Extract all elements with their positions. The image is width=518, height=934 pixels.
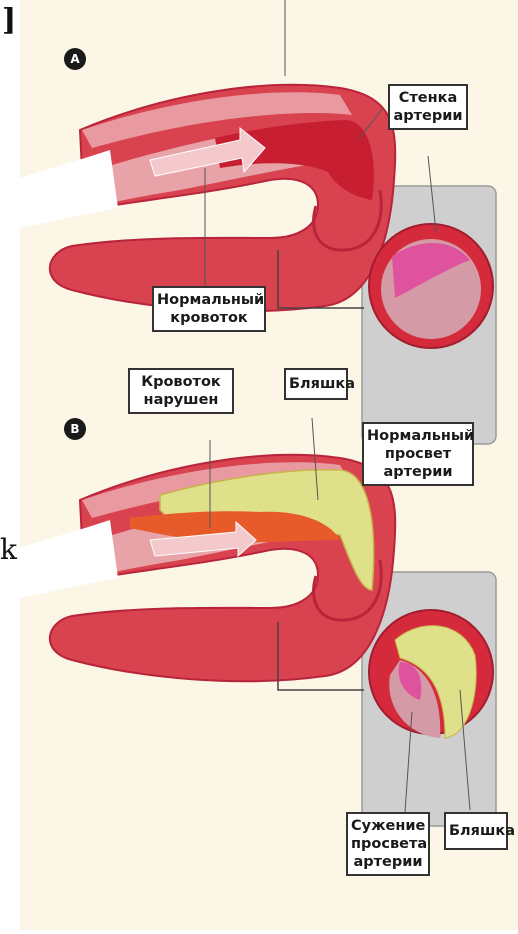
normal-flow-label: Нормальный кровоток: [152, 286, 266, 332]
panel-a-marker: A: [64, 48, 86, 70]
plaque-inset-label: Бляшка: [444, 812, 508, 850]
plaque-label: Бляшка: [284, 368, 348, 400]
narrowed-lumen-label: Сужение просвета артерии: [346, 812, 430, 876]
edge-glyph-middle: k: [0, 536, 17, 564]
normal-lumen-label: Нормальный просвет артерии: [362, 422, 474, 486]
edge-glyph-top: ]: [2, 6, 16, 36]
artery-wall-label: Стенка артерии: [388, 84, 468, 130]
panel-b-marker: B: [64, 418, 86, 440]
impaired-flow-label: Кровоток нарушен: [128, 368, 234, 414]
